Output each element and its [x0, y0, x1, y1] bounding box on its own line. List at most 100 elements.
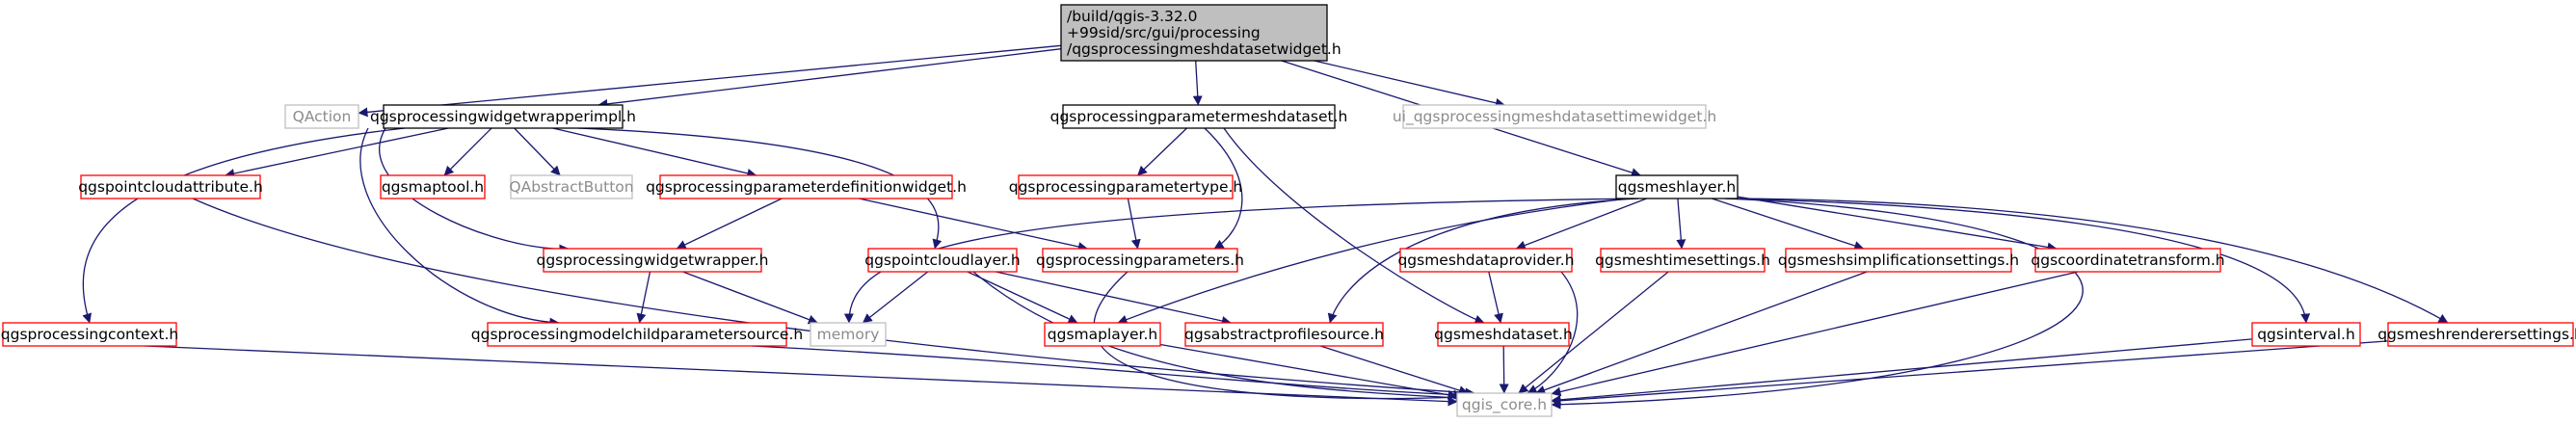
node-label: qgsmeshlayer.h: [1618, 178, 1737, 196]
node-box: [1402, 104, 1707, 129]
edges-layer: [82, 44, 2449, 410]
edge-pointcloudlayer-to-maplayer: [967, 271, 1078, 324]
edge-meshdataprovider-to-core: [1527, 271, 1579, 394]
edge-context-to-core: [144, 345, 1458, 407]
node-box: [2251, 322, 2361, 347]
node-box: [543, 248, 762, 273]
node-coordtransform[interactable]: qgscoordinatetransform.h: [2031, 248, 2225, 273]
node-core: qgis_core.h: [1456, 392, 1553, 417]
node-pointcloudattr[interactable]: qgspointcloudattribute.h: [78, 174, 263, 199]
edge-pointcloudlayer-to-memory: [862, 271, 929, 324]
node-abstractprofile[interactable]: qgsabstractprofilesource.h: [1184, 322, 1384, 347]
node-label: qgsmeshtimesettings.h: [1595, 252, 1770, 269]
node-box: [1600, 248, 1766, 273]
edge-parammeshdataset-to-parameters: [1204, 127, 1243, 250]
edge-wrapperimpl-to-context: [82, 127, 406, 324]
node-box: [1615, 174, 1739, 199]
edge-paramdefwidget-to-parameters: [859, 198, 1088, 252]
node-label: qgsmaplayer.h: [1048, 326, 1157, 343]
node-box: [867, 248, 1018, 273]
node-label: qgis_core.h: [1462, 396, 1547, 414]
edge-meshlayer-to-coordtransform: [1737, 196, 2058, 252]
node-box: [1184, 322, 1384, 347]
node-label: qgsprocessingparametermeshdataset.h: [1050, 108, 1348, 125]
edge-meshlayer-to-meshsimplif: [1712, 198, 1865, 251]
node-ui_timewidget: ui_qgsprocessingmeshdatasettimewidget.h: [1393, 104, 1716, 129]
edge-meshlayer-to-rendersettings: [1734, 198, 2449, 324]
node-box: [380, 174, 486, 199]
node-paramtype[interactable]: qgsprocessingparametertype.h: [1009, 174, 1243, 199]
node-box: [1018, 174, 1234, 199]
node-label: qgsmaptool.h: [382, 178, 484, 196]
node-root[interactable]: /build/qgis-3.32.0+99sid/src/gui/process…: [1060, 4, 1341, 62]
edge-meshlayer-to-maplayer: [1117, 198, 1630, 325]
node-parameters[interactable]: qgsprocessingparameters.h: [1036, 248, 1244, 273]
node-meshdataset[interactable]: qgsmeshdataset.h: [1434, 322, 1573, 347]
node-meshtimesettings[interactable]: qgsmeshtimesettings.h: [1595, 248, 1770, 273]
node-label: qgsprocessingcontext.h: [1, 326, 178, 343]
node-box: [810, 322, 887, 347]
edge-meshdataprovider-to-meshdataset: [1488, 271, 1503, 324]
node-memory: memory: [810, 322, 887, 347]
node-label: qgspointcloudlayer.h: [864, 252, 1020, 269]
node-label: qgscoordinatetransform.h: [2031, 252, 2224, 269]
node-label: qgsprocessingwidgetwrapper.h: [536, 252, 768, 269]
node-meshlayer[interactable]: qgsmeshlayer.h: [1615, 174, 1739, 199]
node-label: qgsmeshdataset.h: [1434, 326, 1573, 343]
node-box: [659, 174, 953, 199]
node-label: qgsprocessingparameters.h: [1036, 252, 1244, 269]
edge-paramtype-to-parameters: [1127, 198, 1141, 250]
edge-meshlayer-to-abstractprofile: [1327, 198, 1639, 324]
node-wrapperimpl[interactable]: qgsprocessingwidgetwrapperimpl.h: [370, 104, 636, 129]
edge-wrapperimpl-to-paramdefwidget: [552, 127, 757, 178]
edge-pointcloudlayer-to-core: [972, 271, 1475, 404]
node-box: [383, 104, 624, 129]
node-rendersettings[interactable]: qgsmeshrenderersettings.h: [2377, 322, 2576, 347]
edge-paramdefwidget-to-widgetwrapper: [676, 198, 783, 250]
node-widgetwrapper[interactable]: qgsprocessingwidgetwrapper.h: [536, 248, 769, 273]
node-label: qgsprocessingmodelchildparametersource.h: [471, 326, 803, 343]
node-interval[interactable]: qgsinterval.h: [2251, 322, 2361, 347]
node-box: [487, 322, 787, 347]
node-context[interactable]: qgsprocessingcontext.h: [1, 322, 178, 347]
edge-rendersettings-to-core: [1551, 340, 2389, 406]
node-meshdataprovider[interactable]: qgsmeshdataprovider.h: [1397, 248, 1575, 273]
node-maplayer[interactable]: qgsmaplayer.h: [1044, 322, 1161, 347]
edge-widgetwrapper-to-memory: [682, 271, 818, 325]
edge-wrapperimpl-to-qabstractbutton: [514, 127, 561, 176]
node-label: qgsprocessingwidgetwrapperimpl.h: [370, 108, 636, 125]
node-box: [1437, 322, 1570, 347]
node-label: ui_qgsprocessingmeshdatasettimewidget.h: [1393, 108, 1716, 126]
node-label: qgspointcloudattribute.h: [78, 178, 263, 196]
node-box: [2, 322, 177, 347]
node-modelchild[interactable]: qgsprocessingmodelchildparametersource.h: [471, 322, 803, 347]
edge-root-to-qaction: [358, 44, 1062, 118]
node-box: [510, 174, 633, 199]
node-parammeshdataset[interactable]: qgsprocessingparametermeshdataset.h: [1050, 104, 1348, 129]
node-box: [1042, 248, 1238, 273]
node-box: [1456, 392, 1553, 417]
node-label: qgsmeshsimplificationsettings.h: [1778, 252, 2019, 269]
edge-maplayer-to-core: [1159, 343, 1458, 400]
node-label: +99sid/src/gui/processing: [1067, 24, 1261, 41]
node-box: [2034, 248, 2221, 273]
edge-modelchild-to-core: [751, 345, 1464, 400]
node-box: [1044, 322, 1161, 347]
edge-meshlayer-to-meshtimesettings: [1676, 198, 1686, 250]
node-qaction: QAction: [284, 104, 359, 129]
node-paramdefwidget[interactable]: qgsprocessingparameterdefinitionwidget.h: [646, 174, 967, 199]
edge-meshlayer-to-meshdataprovider: [1515, 198, 1647, 251]
edge-pointcloudattr-to-core: [192, 198, 1475, 398]
node-label: QAction: [293, 108, 352, 125]
node-box: [1785, 248, 2012, 273]
edge-wrapperimpl-to-widgetwrapper: [379, 127, 570, 254]
node-label: qgsprocessingparametertype.h: [1009, 178, 1243, 196]
edge-parammeshdataset-to-paramtype: [1137, 127, 1187, 176]
node-meshsimplif[interactable]: qgsmeshsimplificationsettings.h: [1778, 248, 2019, 273]
node-box: [1060, 4, 1328, 62]
node-box: [284, 104, 359, 129]
node-maptool[interactable]: qgsmaptool.h: [380, 174, 486, 199]
node-pointcloudlayer[interactable]: qgspointcloudlayer.h: [864, 248, 1021, 273]
edge-pointcloudlayer-to-abstractprofile: [996, 271, 1232, 326]
